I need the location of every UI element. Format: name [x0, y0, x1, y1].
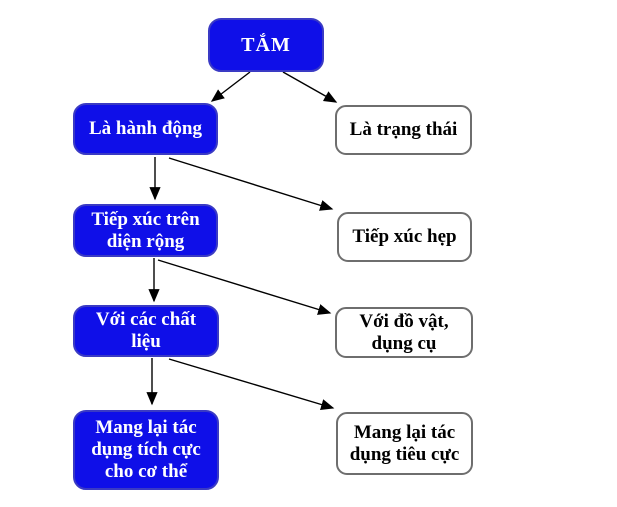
node-tich-cuc-label: Mang lại tác dụng tích cực cho cơ thể: [91, 417, 201, 482]
node-tiep-xuc-rong-label: Tiếp xúc trên diện rộng: [91, 208, 200, 252]
node-tam: TẮM: [208, 18, 324, 72]
node-tam-label: TẮM: [241, 34, 291, 56]
arrow-la-hanh-dong-to-tiep-xuc-hep: [168, 157, 334, 211]
node-tiep-xuc-hep-label: Tiếp xúc hẹp: [352, 226, 457, 247]
arrow-chat-lieu-to-tieu-cuc: [168, 358, 335, 410]
arrow-tam-to-la-hanh-dong: [210, 71, 251, 102]
node-chat-lieu-label: Với các chất liệu: [95, 309, 197, 352]
node-tich-cuc: Mang lại tác dụng tích cực cho cơ thể: [73, 410, 219, 490]
node-do-vat-label: Với đồ vật, dụng cụ: [359, 310, 449, 354]
node-tiep-xuc-rong: Tiếp xúc trên diện rộng: [73, 204, 218, 257]
node-la-trang-thai: Là trạng thái: [335, 105, 472, 155]
node-chat-lieu: Với các chất liệu: [73, 305, 219, 357]
node-do-vat: Với đồ vật, dụng cụ: [335, 307, 473, 358]
node-tieu-cuc-label: Mang lại tác dụng tiêu cực: [349, 421, 460, 465]
arrow-tam-to-la-trang-thai: [282, 71, 338, 103]
node-tieu-cuc: Mang lại tác dụng tiêu cực: [336, 412, 473, 475]
node-la-trang-thai-label: Là trạng thái: [349, 119, 458, 140]
node-la-hanh-dong-label: Là hành động: [88, 118, 202, 139]
node-la-hanh-dong: Là hành động: [73, 103, 218, 155]
node-tiep-xuc-hep: Tiếp xúc hẹp: [337, 212, 472, 262]
